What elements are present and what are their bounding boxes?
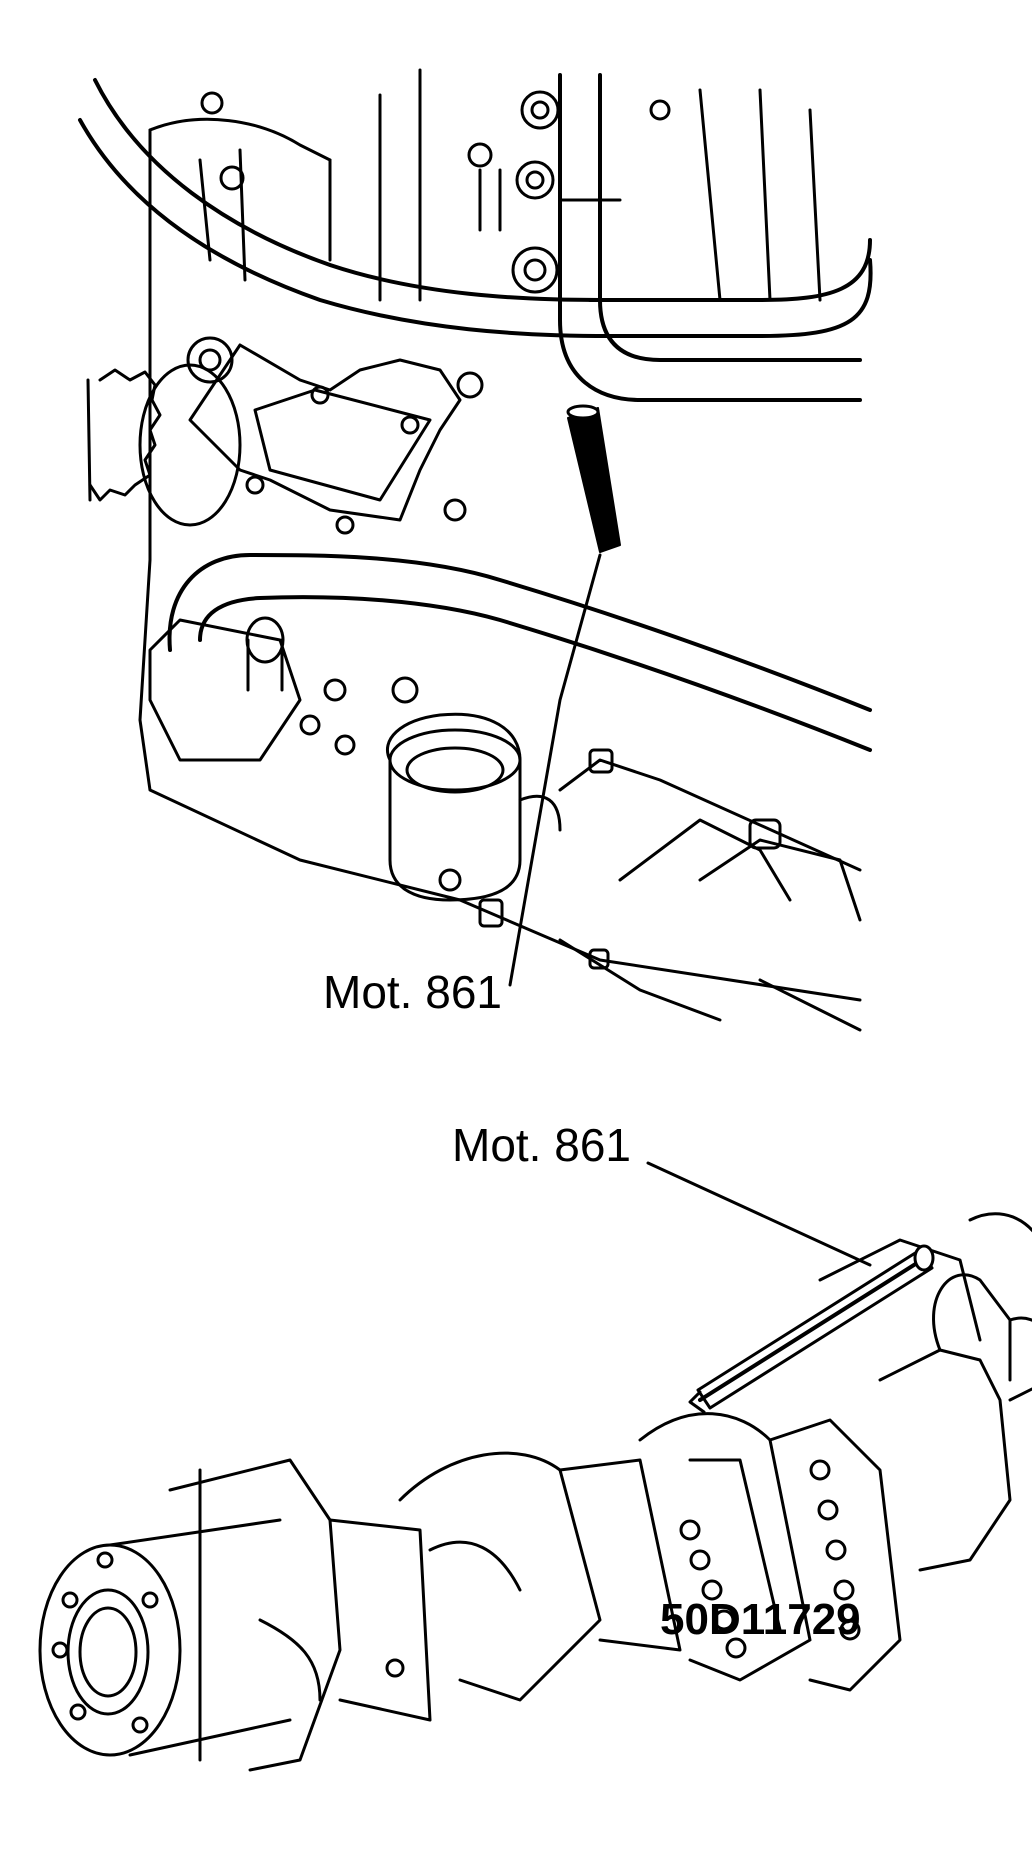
crankshaft-drawing: [38, 1212, 1032, 1772]
mot-861-pin-crankshaft: [646, 1161, 935, 1414]
engine-block-drawing: [78, 68, 873, 1032]
tool-label-crankshaft: Mot. 861: [452, 1119, 631, 1171]
mot-861-pin-engine: [508, 404, 621, 987]
figure-reference-code: 50D11729: [660, 1595, 861, 1644]
tool-label-engine: Mot. 861: [323, 966, 502, 1018]
